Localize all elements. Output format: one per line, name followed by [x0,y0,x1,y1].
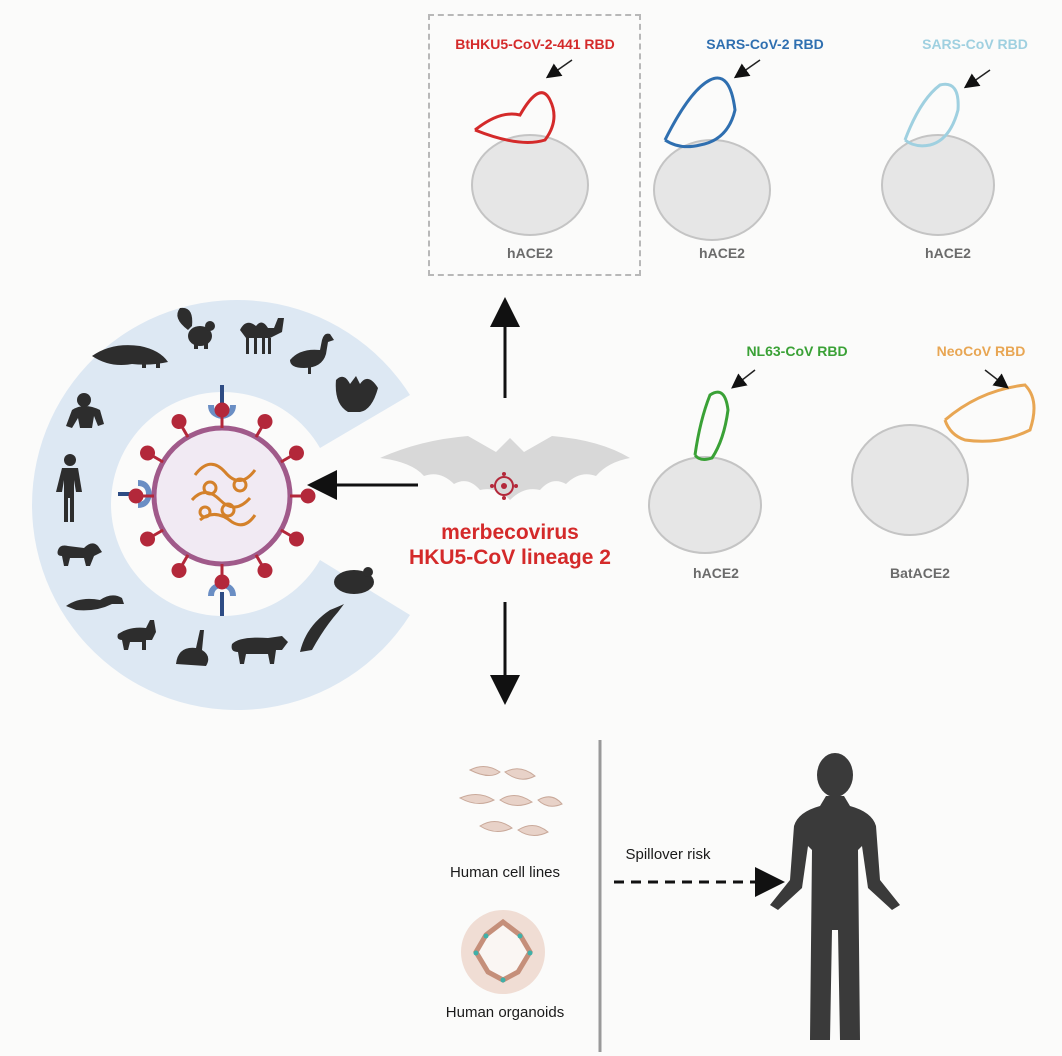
rbd-label-neocov: NeoCoV RBD [936,343,1026,359]
rbd-label-sars-cov: SARS-CoV RBD [922,36,1028,52]
squirrel-icon [177,307,215,349]
rabbit-icon [176,630,209,666]
virus-title: merbecovirus HKU5-CoV lineage 2 [380,520,640,570]
human-icon [56,454,82,522]
receptor-structures [471,134,995,554]
coronavirus-icon [128,402,316,590]
organoids-label: Human organoids [445,1004,565,1021]
cow-icon [231,636,288,664]
host-range-ring [32,300,410,710]
virus-title-line2: HKU5-CoV lineage 2 [409,546,611,569]
receptor-label-1: hACE2 [507,245,553,261]
bat-silhouette [380,436,630,500]
dog-icon [57,543,102,566]
rbd-structures [474,76,1036,461]
ferret-icon [66,595,124,611]
receptor-label-5: BatACE2 [890,565,950,581]
ape-icon [66,393,104,428]
pointer-arrows [545,59,1009,389]
animal-silhouettes [56,307,378,666]
receptor-label-4: hACE2 [693,565,739,581]
receptor-label-2: hACE2 [699,245,745,261]
pangolin-icon [92,345,168,368]
spillover-label: Spillover risk [625,846,711,863]
person-icon [770,753,900,1040]
highlight-box [428,14,641,276]
cell-lines-label: Human cell lines [449,864,561,881]
rbd-label-bthku5: BtHKU5-CoV-2-441 RBD [455,36,615,52]
hamster-icon [334,567,374,594]
flow-arrows [307,297,520,705]
organoid-icon [461,910,545,994]
duck-icon [290,333,334,374]
rbd-label-sars-cov-2: SARS-CoV-2 RBD [706,36,824,52]
bat-icon [335,376,378,412]
cell-icon [458,766,563,836]
virus-title-line1: merbecovirus [441,521,579,544]
camel-icon [240,318,284,354]
rbd-label-nl63: NL63-CoV RBD [746,343,848,359]
dolphin-icon [300,604,344,652]
receptor-label-3: hACE2 [925,245,971,261]
goat-icon [117,620,156,650]
